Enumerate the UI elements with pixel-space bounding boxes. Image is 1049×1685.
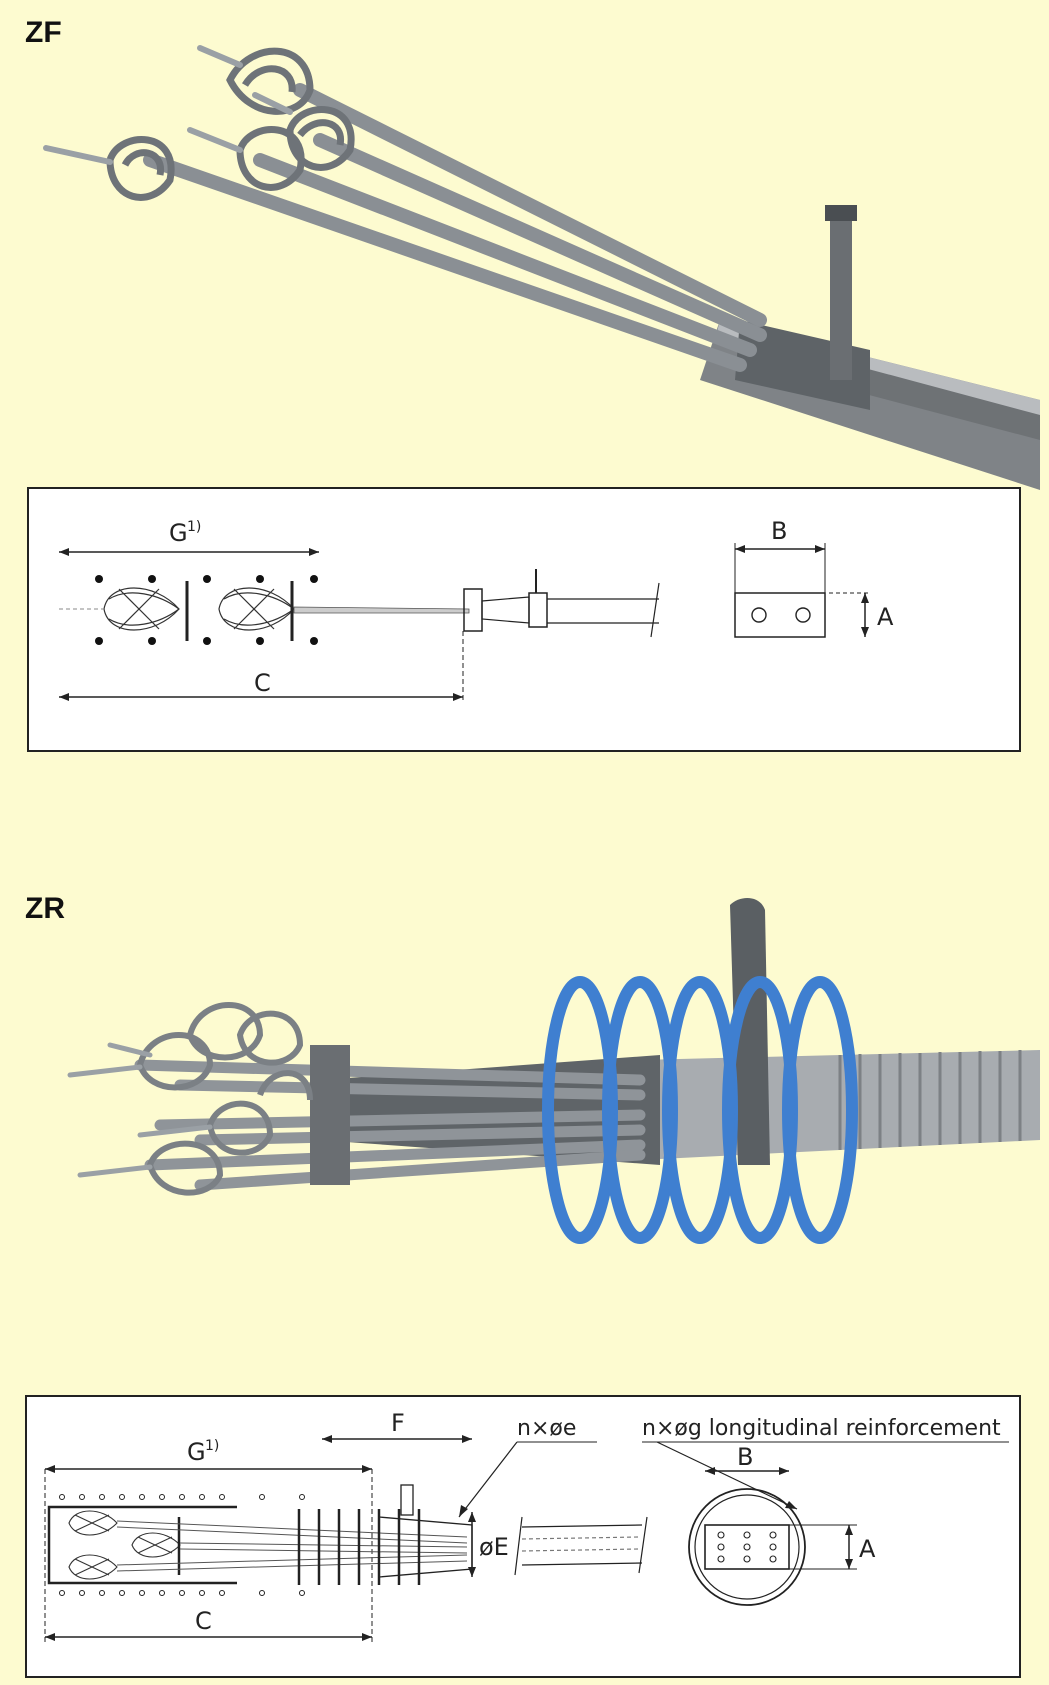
zr-strands	[134, 1059, 646, 1191]
zf-dim-c-label: C	[254, 669, 271, 697]
zr-bearing-plate	[310, 1045, 350, 1185]
zr-anchor-photo	[67, 898, 1040, 1244]
zr-duct	[640, 1050, 1040, 1160]
zr-spiral-reinforcement	[542, 976, 858, 1244]
zr-duct-drawing	[514, 1516, 648, 1576]
zr-section-outer-circle	[688, 1488, 806, 1606]
zf-bulb-drawing	[103, 587, 295, 631]
zr-dim-g-superscript: 1)	[205, 1438, 219, 1454]
zf-strands	[143, 83, 767, 372]
zr-vent-pipe	[730, 898, 770, 1165]
zf-drawing-box: G 1)	[27, 487, 1021, 752]
zf-clamp	[735, 205, 870, 410]
zf-bulbs	[106, 47, 355, 201]
zf-dim-b-label: B	[771, 517, 787, 545]
zr-drawing-box: n×øe n×øg longitudinal reinforcement F G…	[25, 1395, 1021, 1678]
zr-stirrup	[47, 1505, 237, 1585]
zr-rebar-dots	[59, 1494, 305, 1596]
zr-title: ZR	[25, 892, 65, 925]
zr-spiral-bars	[297, 1509, 421, 1585]
zf-bearing-plate	[734, 592, 826, 638]
zr-dim-f-label: F	[391, 1409, 405, 1437]
zf-strand-tips	[43, 45, 293, 165]
zf-dim-g-superscript: 1)	[187, 519, 201, 535]
zf-anchor-photo	[43, 45, 1040, 490]
zr-strand-tips	[67, 1042, 213, 1178]
zr-bulbs	[136, 1002, 313, 1196]
zr-dim-g-label: G	[187, 1438, 206, 1466]
zf-strand-drawing	[293, 606, 470, 614]
zr-longitudinal-label: n×øg longitudinal reinforcement	[642, 1416, 1001, 1441]
zf-reinforcement-dots	[95, 575, 318, 645]
zr-strand-drawing	[116, 1520, 468, 1572]
zf-technical-drawing: G 1)	[59, 517, 894, 701]
zf-dim-a-label: A	[877, 603, 894, 631]
zr-technical-drawing: n×øe n×øg longitudinal reinforcement F G…	[44, 1409, 1009, 1642]
zr-dim-c-label: C	[195, 1607, 212, 1635]
zr-spiral-label: n×øe	[517, 1416, 576, 1441]
zr-dim-a-label: A	[859, 1535, 876, 1563]
zr-dim-b-label: B	[737, 1443, 753, 1471]
zr-section-plate	[704, 1524, 790, 1570]
zf-title: ZF	[25, 16, 62, 49]
zr-dim-e-label: øE	[479, 1533, 509, 1561]
zf-dim-g-label: G	[169, 519, 188, 547]
